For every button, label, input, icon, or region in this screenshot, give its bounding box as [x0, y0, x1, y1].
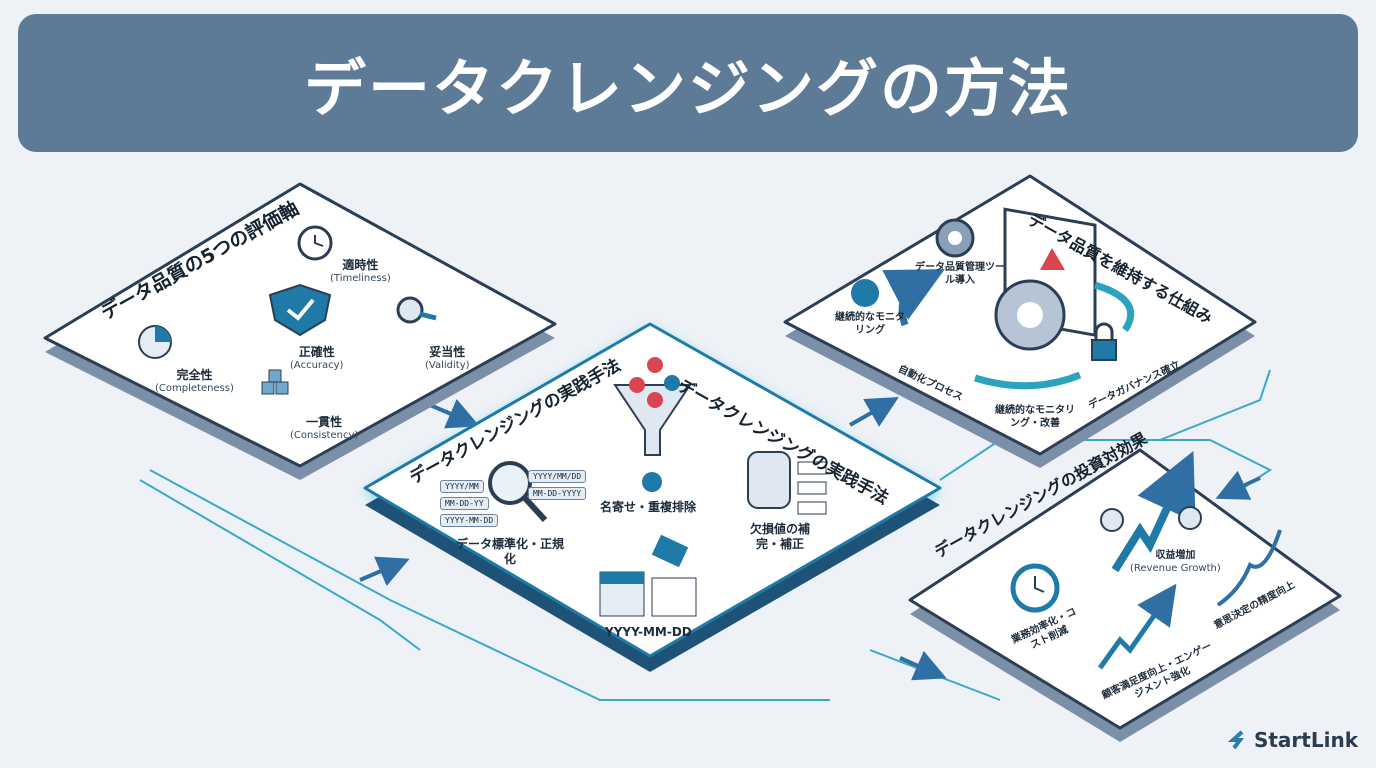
- quality-consistency: 一貫性(Consistency): [290, 415, 358, 443]
- label-en: (Accuracy): [290, 360, 344, 371]
- logo-mark-icon: [1227, 730, 1244, 750]
- dedupe-label: 名寄せ・重複排除: [600, 500, 697, 514]
- format-result-label: YYYY-MM-DD: [605, 625, 692, 639]
- revenue-label: 収益増加(Revenue Growth): [1130, 550, 1221, 575]
- label: 正確性: [298, 345, 335, 359]
- monitoring-label: 継続的なモニタリング: [835, 312, 905, 336]
- cycle-arrows: [882, 269, 1135, 390]
- page-title: データクレンジングの方法: [303, 52, 1072, 125]
- gear-icon: [851, 218, 1066, 351]
- padlock-icon: [1091, 322, 1117, 361]
- quality-validity: 妥当性(Validity): [425, 345, 470, 373]
- format-chip: MM-DD-YYYY: [528, 487, 587, 500]
- startlink-logo: StartLink: [1227, 728, 1358, 752]
- line-chart-icon: [1097, 529, 1282, 670]
- pie-chart-icon: [138, 325, 172, 359]
- format-chip: YYYY/MM: [440, 480, 484, 493]
- flow-arrows: [359, 397, 1261, 681]
- format-chip: YYYY-MM-DD: [440, 514, 499, 527]
- tool-label: データ品質管理ツール導入: [915, 262, 1005, 286]
- standardize-label: データ標準化・正規化: [455, 537, 564, 566]
- cubes-icon: [261, 369, 289, 395]
- label: 収益増加: [1155, 550, 1196, 561]
- label-en: (Consistency): [290, 430, 359, 441]
- table-eraser-icon: [599, 534, 697, 617]
- label: 完全性: [176, 368, 213, 382]
- label: 適時性: [342, 258, 379, 272]
- quality-accuracy: 正確性(Accuracy): [290, 345, 343, 373]
- label-en: (Completeness): [155, 383, 234, 394]
- database-icon: [747, 451, 827, 515]
- label-en: (Timeliness): [330, 273, 391, 284]
- shield-check-icon: [268, 283, 332, 337]
- label-en: (Revenue Growth): [1130, 562, 1221, 574]
- magnifier-icon: [396, 296, 437, 324]
- funnel-icon: [613, 357, 692, 492]
- growth-arrow-icon: [1100, 450, 1202, 573]
- improve-label: 継続的なモニタリング・改善: [995, 405, 1075, 429]
- label-en: (Validity): [425, 360, 470, 371]
- quality-timeliness: 適時性(Timeliness): [330, 258, 391, 286]
- logo-text: StartLink: [1253, 728, 1358, 752]
- format-chip: YYYY/MM/DD: [528, 470, 587, 483]
- stopwatch-icon: [1010, 563, 1060, 613]
- magnifier-search-icon: [488, 461, 548, 523]
- quality-completeness: 完全性(Completeness): [155, 368, 234, 396]
- label: 一貫性: [306, 415, 343, 429]
- panel-roi: [908, 448, 1342, 742]
- label: 妥当性: [429, 345, 466, 359]
- format-chip: MM-DD-YY: [440, 497, 489, 510]
- connector-lines: [139, 369, 1272, 701]
- impute-label: 欠損値の補完・補正: [749, 522, 810, 551]
- title-banner: データクレンジングの方法: [18, 14, 1358, 152]
- clock-icon: [297, 225, 333, 261]
